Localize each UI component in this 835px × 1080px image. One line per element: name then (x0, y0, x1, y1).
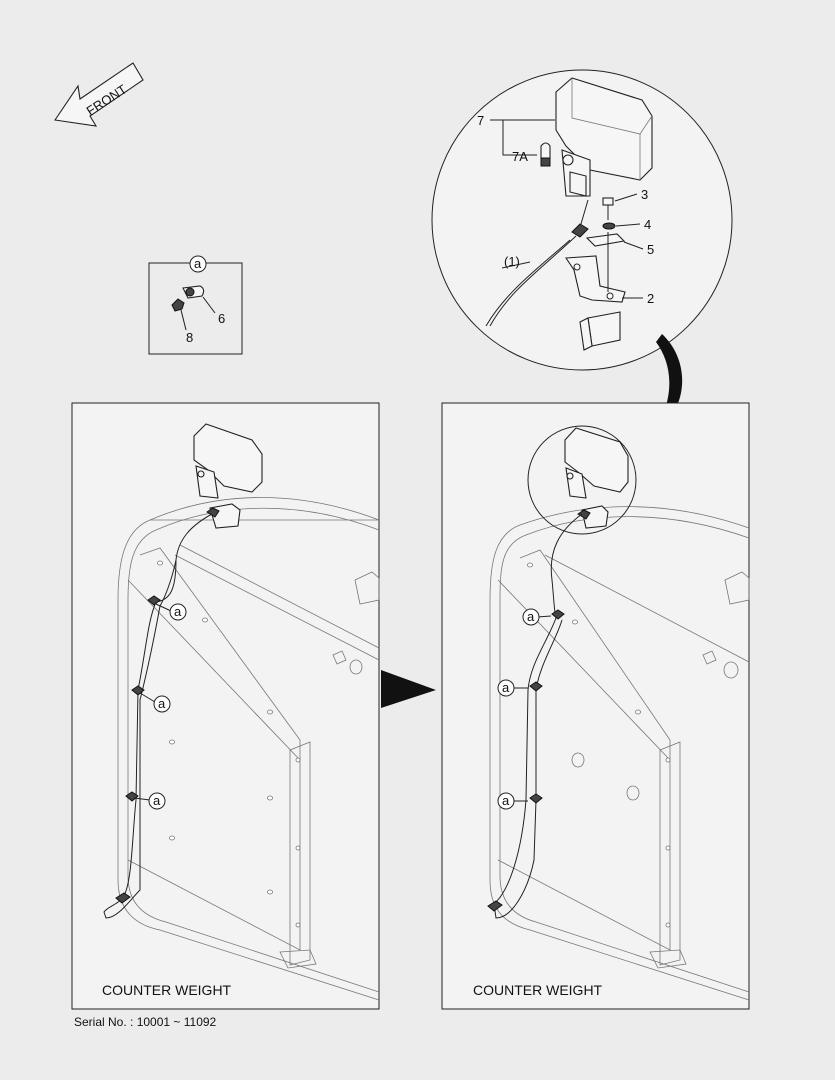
left-panel: a a a COUNTER WEIGHT (71, 402, 380, 1010)
left-caption: COUNTER WEIGHT (102, 982, 232, 998)
left-callout-a-2: a (158, 696, 166, 711)
right-panel: a a a COUNTER WEIGHT (441, 402, 750, 1010)
bulb-icon (540, 142, 551, 167)
washer-icon (602, 222, 616, 230)
part-label-1: (1) (504, 254, 520, 269)
part-label-6: 6 (218, 311, 225, 326)
work-lamp-icon (555, 77, 653, 197)
left-callout-a-3: a (153, 793, 161, 808)
left-callout-a-1: a (174, 604, 182, 619)
clamp-icon (171, 285, 205, 312)
serial-number: Serial No. : 10001 ~ 11092 (74, 1015, 217, 1029)
part-label-8: 8 (186, 330, 193, 345)
part-label-4: 4 (644, 217, 651, 232)
right-callout-a-1: a (527, 609, 535, 624)
work-lamp-icon (193, 423, 263, 529)
detail-a-callout: a (194, 256, 202, 271)
zoom-detail-circle: 7 7A 3 4 5 2 (431, 69, 733, 371)
work-lamp-icon (564, 427, 629, 529)
part-label-7a: 7A (512, 149, 528, 164)
front-arrow-icon: FRONT (54, 62, 144, 127)
right-caption: COUNTER WEIGHT (473, 982, 603, 998)
right-callout-a-2: a (502, 680, 510, 695)
bracket-icon (565, 255, 626, 303)
part-label-7: 7 (477, 113, 484, 128)
transition-arrow-icon (381, 670, 436, 708)
connector-icon (571, 199, 589, 238)
part-label-2: 2 (647, 291, 654, 306)
detail-a-box: a 6 8 (148, 255, 243, 355)
right-callout-a-3: a (502, 793, 510, 808)
part-label-5: 5 (647, 242, 654, 257)
part-label-3: 3 (641, 187, 648, 202)
zoom-pointer-icon (648, 334, 683, 440)
bolt-icon (602, 197, 614, 220)
